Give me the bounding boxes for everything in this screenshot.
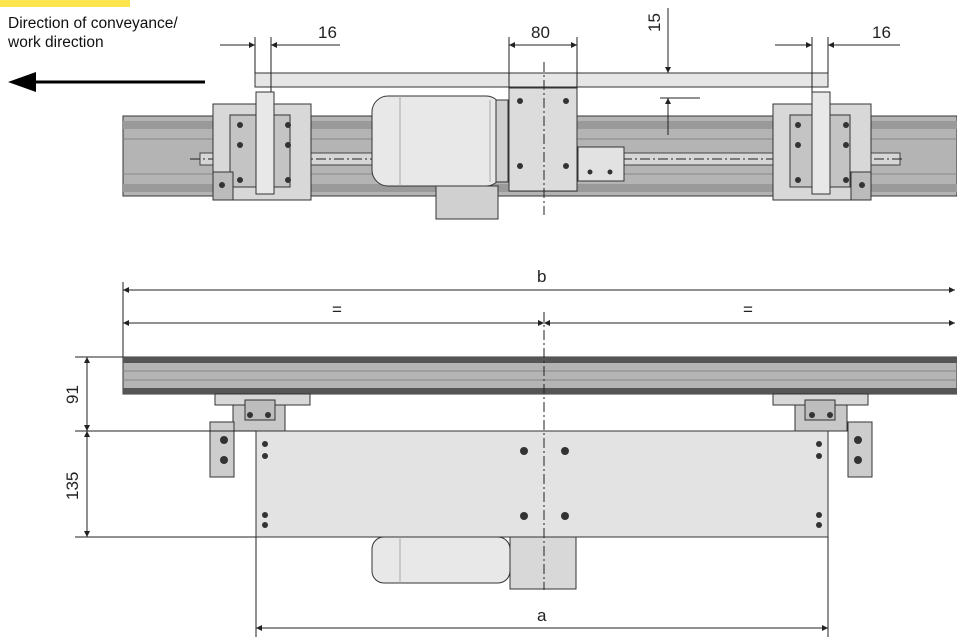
direction-arrow <box>8 72 205 92</box>
dimension-80: 80 <box>508 23 578 88</box>
motor-top <box>371 95 509 220</box>
dimension-15: 15 <box>645 8 700 135</box>
right-carriage-front <box>772 393 873 478</box>
dimension-half-right-label: = <box>743 300 753 319</box>
dimension-135: 135 <box>63 431 256 538</box>
dimension-80-label: 80 <box>531 23 550 42</box>
dimension-16-right-label: 16 <box>872 23 891 42</box>
mounting-plate-front <box>255 430 829 538</box>
top-view: 16 80 15 16 <box>122 8 957 220</box>
dimension-91: 91 <box>63 356 256 432</box>
front-view: b = = <box>63 267 957 637</box>
dimension-b-label: b <box>537 267 546 286</box>
dimension-a-label: a <box>537 606 547 625</box>
dimension-16-left-label: 16 <box>318 23 337 42</box>
coupling-top <box>577 146 625 182</box>
dimension-b: b <box>122 267 955 357</box>
dimension-91-label: 91 <box>63 385 82 404</box>
dimension-15-label: 15 <box>645 13 664 32</box>
dimension-half-left-label: = <box>332 300 342 319</box>
highlight-bar <box>0 0 130 7</box>
dimension-135-label: 135 <box>63 472 82 500</box>
conveyor-profile-front <box>122 356 957 395</box>
right-bearing-block <box>772 91 872 201</box>
dimension-16-left: 16 <box>220 23 340 92</box>
dimension-equal-halves: = = <box>123 300 955 326</box>
direction-note-line1: Direction of conveyance/ <box>8 15 178 32</box>
direction-note-line2: work direction <box>7 34 104 51</box>
dimension-16-right: 16 <box>775 23 900 92</box>
gearbox-plate-top <box>508 87 578 192</box>
motor-front <box>371 536 577 590</box>
left-bearing-block <box>212 91 312 201</box>
frame-bar <box>254 72 829 88</box>
dimension-a: a <box>255 537 829 637</box>
